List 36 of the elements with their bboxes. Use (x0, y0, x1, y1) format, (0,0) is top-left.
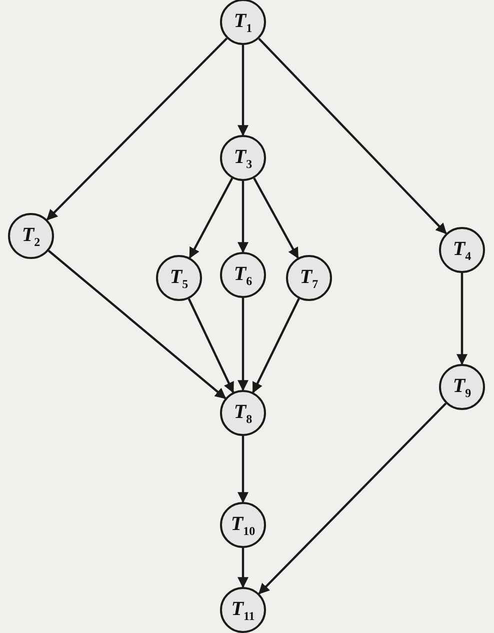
arrow (253, 178, 299, 259)
arrow (238, 45, 248, 136)
task-label: T$_{3}$ (234, 146, 252, 170)
arrow (456, 273, 468, 366)
arrow (188, 298, 234, 394)
task-circle (286, 255, 332, 301)
task-label: T$_{6}$ (234, 264, 252, 286)
task-label: T$_{7}$ (300, 266, 318, 290)
task-label: T$_{2}$ (22, 224, 40, 248)
task-label: T$_{1}$ (234, 10, 252, 34)
arrow (238, 436, 248, 504)
arrow (238, 548, 248, 588)
arrow (238, 298, 248, 392)
arrow (258, 38, 447, 234)
arrow (238, 181, 248, 254)
task-label: T$_{8}$ (234, 402, 252, 424)
arrow (258, 402, 447, 594)
arrow (48, 250, 226, 400)
task-circle (220, 135, 266, 181)
task-circle (156, 255, 202, 301)
task-circle (220, 0, 266, 45)
task-label: T$_{10}$ (230, 514, 256, 536)
task-circle (220, 502, 266, 548)
task-circle (8, 213, 54, 259)
task-circle (220, 587, 266, 633)
arrow (46, 38, 228, 220)
task-circle (220, 252, 266, 298)
task-label: T$_{11}$ (231, 598, 255, 622)
task-circle (439, 227, 485, 273)
arrow (188, 178, 234, 259)
task-label: T$_{4}$ (452, 238, 472, 262)
task-label: T$_{5}$ (170, 266, 188, 290)
task-label: T$_{9}$ (452, 376, 472, 398)
task-circle (439, 364, 485, 410)
arrow (252, 298, 300, 394)
task-circle (220, 390, 266, 436)
